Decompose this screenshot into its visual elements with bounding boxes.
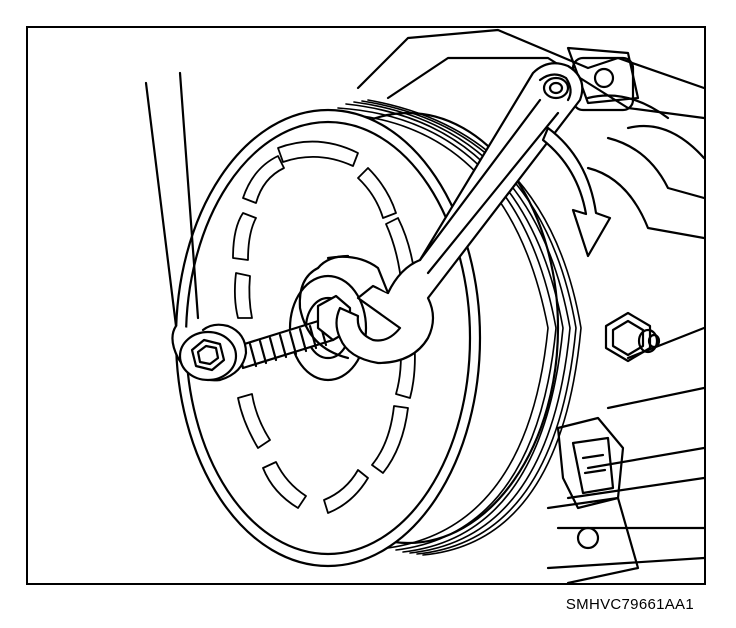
open-end-wrench (298, 62, 584, 365)
mounting-ear-lower (546, 496, 640, 583)
curved-arrow-icon (541, 126, 612, 258)
pulley-grooves (327, 99, 582, 556)
clutch-connector (556, 416, 625, 510)
figure-code: SMHVC79661AA1 (565, 596, 694, 613)
compressor-clutch-removal-illustration (144, 28, 704, 583)
illustration-frame (26, 26, 706, 585)
compressor-body (356, 28, 704, 570)
compressor-stud-nut (604, 311, 661, 363)
holding-tool (144, 71, 248, 382)
